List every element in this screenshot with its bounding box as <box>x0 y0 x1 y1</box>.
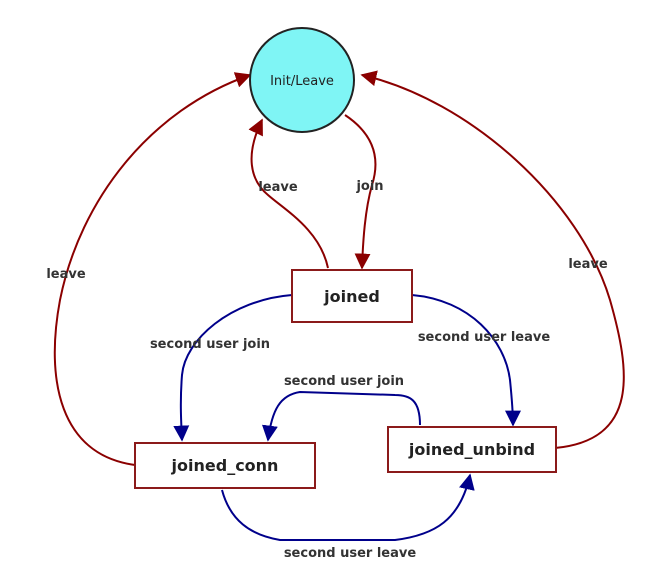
edge-label-second-user-leave-right: second user leave <box>418 330 551 345</box>
joined-conn-label: joined_conn <box>171 456 279 475</box>
edge-label-second-user-join-left: second user join <box>150 337 270 352</box>
edge-init-to-joined <box>344 114 377 270</box>
joined-conn-state: joined_conn <box>134 442 316 489</box>
edge-unbind-to-init <box>360 70 625 449</box>
init-leave-state: Init/Leave <box>249 27 355 133</box>
edge-conn-to-unbind <box>221 473 475 541</box>
edge-label-second-user-leave-bottom: second user leave <box>284 546 417 561</box>
edge-conn-to-init <box>53 72 252 466</box>
edge-label-leave-conn: leave <box>46 267 86 282</box>
edge-label-leave-unbind: leave <box>568 257 608 272</box>
joined-label: joined <box>323 287 380 306</box>
joined-state: joined <box>291 269 413 323</box>
joined-unbind-state: joined_unbind <box>387 426 557 473</box>
edge-joined-to-init <box>248 118 329 269</box>
joined-unbind-label: joined_unbind <box>408 440 535 459</box>
edge-joined-to-unbind <box>411 294 521 427</box>
edge-joined-to-conn <box>173 294 293 442</box>
edge-label-leave-joined: leave <box>258 180 298 195</box>
edge-unbind-to-conn <box>261 390 421 442</box>
edge-label-join: join <box>355 179 383 194</box>
edge-label-second-user-join-mid: second user join <box>284 374 404 389</box>
init-leave-label: Init/Leave <box>270 74 334 89</box>
